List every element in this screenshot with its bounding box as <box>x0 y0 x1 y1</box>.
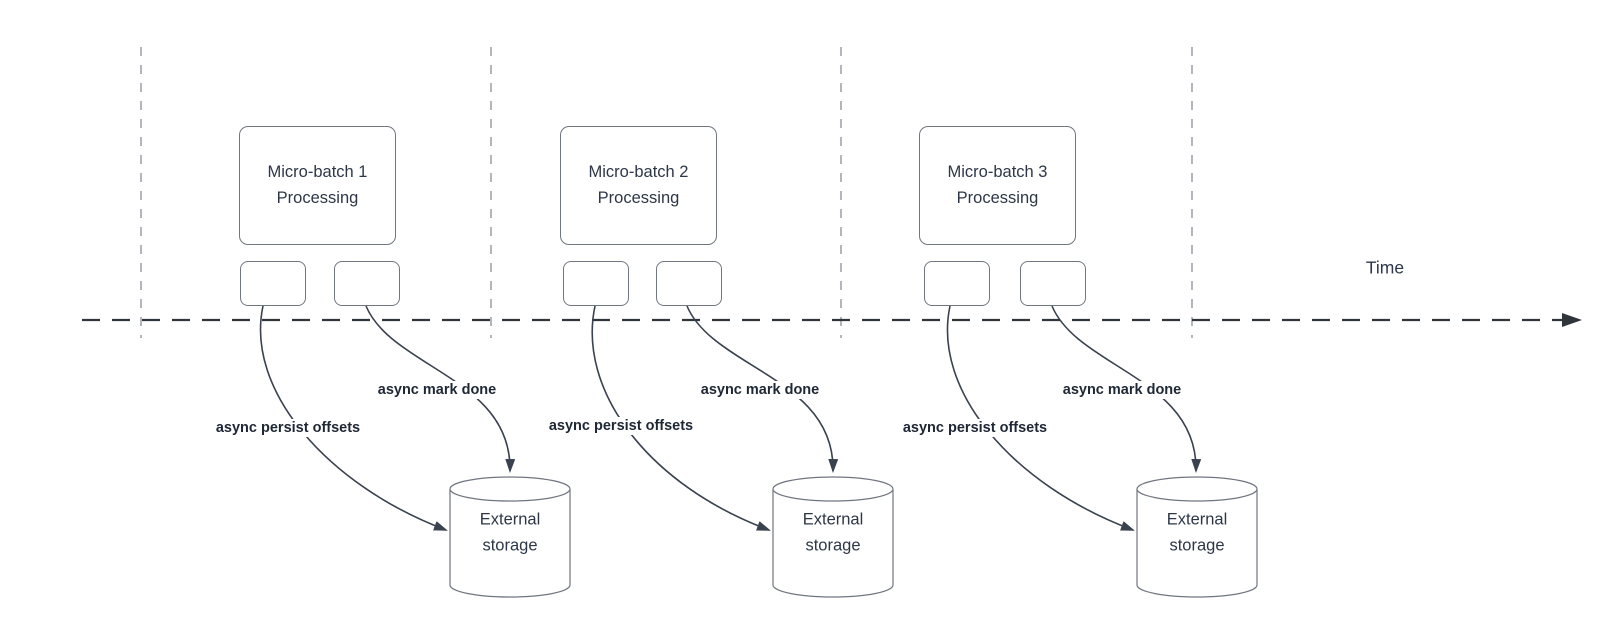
mark-done-task-rect-1 <box>334 261 400 306</box>
mark-done-task-rect-2 <box>656 261 722 306</box>
mark-done-arrow-3 <box>1051 305 1202 473</box>
mark-done-label-2: async mark done <box>697 381 823 399</box>
external-storage-cylinder-1 <box>449 476 571 598</box>
micro-batch-3-title-line2: Processing <box>956 188 1039 207</box>
storage-label-3: External storage <box>1166 510 1228 555</box>
mark-done-label-1: async mark done <box>374 381 500 399</box>
micro-batch-3-title-line1: Micro-batch 3 <box>947 162 1048 181</box>
persist-task-rect-3 <box>924 261 990 306</box>
storage-label-1: External storage <box>479 510 541 555</box>
mark-done-label-3: async mark done <box>1059 381 1185 399</box>
micro-batch-3-title: Micro-batch 3 Processing <box>948 160 1048 211</box>
external-storage-cylinder-2 <box>772 476 894 598</box>
micro-batch-2-title-line2: Processing <box>597 188 680 207</box>
mark-done-arrow-2 <box>686 305 839 473</box>
external-storage-cylinder-3 <box>1136 476 1258 598</box>
persist-offsets-label-3: async persist offsets <box>899 419 1051 437</box>
cylinder-top <box>449 476 571 502</box>
micro-batch-1-title: Micro-batch 1 Processing <box>268 160 368 211</box>
micro-batch-1-title-line1: Micro-batch 1 <box>267 162 368 181</box>
time-axis-label: Time <box>1365 257 1405 278</box>
micro-batch-3-box: Micro-batch 3 Processing <box>919 126 1076 245</box>
micro-batch-1-title-line2: Processing <box>276 188 359 207</box>
persist-offsets-label-2: async persist offsets <box>545 417 697 435</box>
micro-batch-2-title-line1: Micro-batch 2 <box>588 162 689 181</box>
persist-offsets-label-1: async persist offsets <box>212 419 364 437</box>
micro-batch-2-title: Micro-batch 2 Processing <box>589 160 689 211</box>
mark-done-task-rect-3 <box>1020 261 1086 306</box>
mark-done-arrow-1 <box>365 305 516 473</box>
persist-task-rect-2 <box>563 261 629 306</box>
time-axis-arrowhead-icon <box>1562 313 1582 327</box>
persist-task-rect-1 <box>240 261 306 306</box>
cylinder-body <box>449 489 571 598</box>
micro-batch-2-box: Micro-batch 2 Processing <box>560 126 717 245</box>
cylinder-body <box>1136 489 1258 598</box>
storage-label-2: External storage <box>802 510 864 555</box>
cylinder-body <box>772 489 894 598</box>
cylinder-top <box>772 476 894 502</box>
micro-batch-1-box: Micro-batch 1 Processing <box>239 126 396 245</box>
cylinder-top <box>1136 476 1258 502</box>
persist-offsets-arrow-3 <box>946 305 1135 531</box>
persist-offsets-arrow-1 <box>259 305 448 531</box>
